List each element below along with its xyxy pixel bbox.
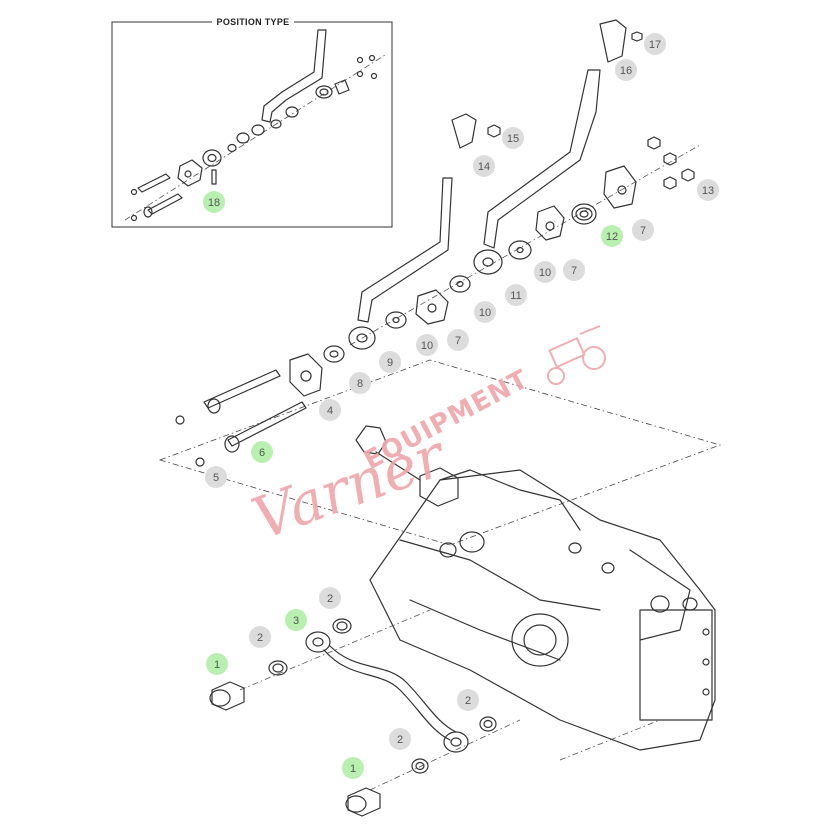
callout-bubble: [457, 689, 479, 711]
callout-15: 15: [502, 127, 524, 149]
callout-bubble: [285, 609, 307, 631]
lever-assembly: [348, 19, 701, 350]
callout-number: 7: [455, 335, 461, 347]
callout-bubble: [644, 33, 666, 55]
inset-title: POSITION TYPE: [217, 17, 290, 27]
callout-bubble: [615, 59, 637, 81]
callout-number: 1: [350, 763, 356, 775]
shaft-group: [158, 345, 722, 546]
callout-number: 7: [571, 265, 577, 277]
callout-number: 2: [257, 632, 263, 644]
callout-number: 2: [465, 695, 471, 707]
callout-number: 14: [478, 161, 490, 173]
callout-bubble: [203, 191, 225, 213]
callout-bubble: [632, 219, 654, 241]
callout-11: 11: [505, 284, 527, 306]
callout-number: 4: [327, 405, 333, 417]
callout-12: 12: [601, 225, 623, 247]
callout-2: 2: [249, 626, 271, 648]
callout-13: 13: [697, 179, 719, 201]
callout-7: 7: [447, 329, 469, 351]
callout-3: 3: [285, 609, 307, 631]
callout-bubble: [601, 225, 623, 247]
varner-equipment-watermark: Varner EQUIPMENT: [244, 325, 606, 553]
callout-7: 7: [632, 219, 654, 241]
callout-bubble: [389, 728, 411, 750]
callout-bubble: [206, 653, 228, 675]
callout-17: 17: [644, 33, 666, 55]
callout-bubble: [474, 301, 496, 323]
callout-number: 13: [702, 185, 714, 197]
callout-1: 1: [206, 653, 228, 675]
callout-bubble: [473, 155, 495, 177]
callout-10: 10: [534, 261, 556, 283]
callout-number: 3: [293, 615, 299, 627]
callout-number: 18: [208, 197, 220, 209]
callout-number: 8: [357, 378, 363, 390]
callout-number: 11: [510, 290, 521, 302]
callout-2: 2: [389, 728, 411, 750]
callout-bubble: [379, 351, 401, 373]
callout-bubble: [249, 626, 271, 648]
callout-2: 2: [457, 689, 479, 711]
callout-number: 17: [649, 39, 661, 51]
callout-number: 10: [539, 267, 551, 279]
callout-bubble: [534, 261, 556, 283]
callout-bubble: [502, 127, 524, 149]
callout-bubble: [349, 372, 371, 394]
callout-number: 2: [327, 593, 333, 605]
callout-10: 10: [416, 334, 438, 356]
callout-bubble: [251, 441, 273, 463]
tractor-logo: [547, 325, 606, 385]
callout-14: 14: [473, 155, 495, 177]
callout-bubble: [563, 259, 585, 281]
callout-16: 16: [615, 59, 637, 81]
callout-10: 10: [474, 301, 496, 323]
callout-8: 8: [349, 372, 371, 394]
callout-bubble: [319, 399, 341, 421]
callout-1: 1: [342, 757, 364, 779]
callout-number: 10: [421, 340, 433, 352]
callout-number: 9: [387, 357, 393, 369]
callout-number: 10: [479, 307, 491, 319]
callout-number: 2: [397, 734, 403, 746]
callout-number: 15: [507, 133, 519, 145]
position-type-inset: POSITION TYPE: [111, 15, 393, 228]
callout-4: 4: [319, 399, 341, 421]
callout-7: 7: [563, 259, 585, 281]
callout-bubble: [447, 329, 469, 351]
callout-5: 5: [205, 466, 227, 488]
callout-bubble: [342, 757, 364, 779]
watermark-caps: EQUIPMENT: [359, 364, 534, 476]
callout-bubble: [319, 587, 341, 609]
callout-number: 7: [640, 225, 646, 237]
callout-number: 16: [620, 65, 632, 77]
callout-bubble: [416, 334, 438, 356]
callout-6: 6: [251, 441, 273, 463]
callout-bubble: [505, 284, 527, 306]
callout-number: 5: [213, 472, 219, 484]
callout-number: 1: [214, 659, 220, 671]
callout-2: 2: [319, 587, 341, 609]
callout-9: 9: [379, 351, 401, 373]
callout-bubble: [205, 466, 227, 488]
pipe-assembly: [209, 609, 521, 817]
callout-18: 18: [203, 191, 225, 213]
callout-number: 12: [606, 231, 618, 243]
valve-housing: [355, 425, 716, 761]
callout-bubble: [697, 179, 719, 201]
callout-number: 6: [259, 447, 265, 459]
